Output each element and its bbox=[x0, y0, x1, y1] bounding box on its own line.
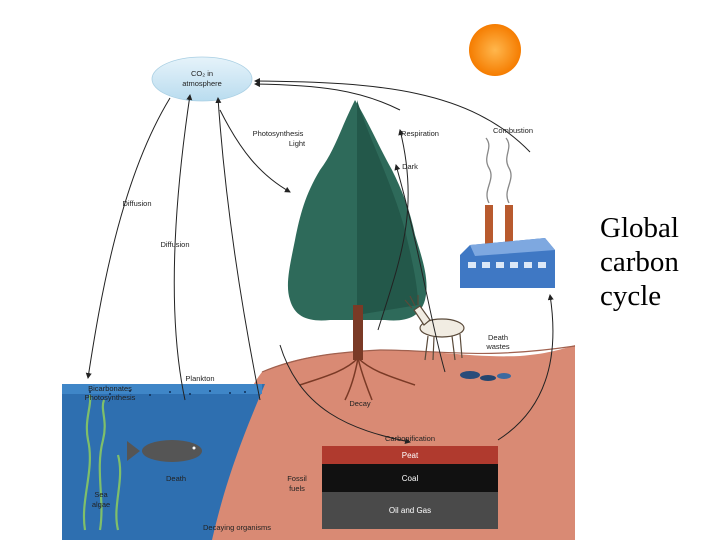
bicarbonates-label: Bicarbonates bbox=[88, 384, 132, 393]
diffusion-outer-label: Diffusion bbox=[122, 199, 151, 208]
sea-algae bbox=[82, 394, 122, 531]
fossil-to-factory-arrow bbox=[497, 294, 554, 441]
tree bbox=[287, 100, 427, 401]
fossil-label: Fossil bbox=[287, 474, 307, 483]
plankton-dots bbox=[89, 390, 246, 396]
oil-gas-label: Oil and Gas bbox=[389, 506, 431, 515]
carbonification-label: Carbonification bbox=[385, 434, 435, 443]
bicarbonates-photosynthesis-label: Photosynthesis bbox=[85, 393, 136, 402]
peat-label: Peat bbox=[402, 451, 419, 460]
combustion-label: Combustion bbox=[493, 126, 533, 135]
combustion-arrow bbox=[254, 78, 531, 153]
plankton-label: Plankton bbox=[185, 374, 214, 383]
diffusion-inner-label: Diffusion bbox=[160, 240, 189, 249]
carbonification-arrow bbox=[279, 344, 411, 444]
sun bbox=[469, 24, 521, 76]
deer bbox=[404, 295, 465, 361]
waste-items bbox=[460, 371, 511, 381]
diffusion-outer-arrow bbox=[85, 97, 171, 379]
peat-layer bbox=[322, 446, 498, 464]
factory bbox=[460, 205, 555, 288]
oil-gas-layer bbox=[322, 492, 498, 529]
death-wastes-label: Death bbox=[488, 333, 508, 342]
soil-surface bbox=[261, 345, 576, 373]
algae-label: algae bbox=[92, 500, 110, 509]
fuels-label: fuels bbox=[289, 484, 305, 493]
respiration-label: Respiration bbox=[401, 129, 439, 138]
photosynthesis-arrow bbox=[219, 109, 291, 193]
smoke bbox=[485, 137, 512, 204]
fish bbox=[127, 440, 202, 462]
light-label: Light bbox=[289, 139, 306, 148]
sea-label: Sea bbox=[94, 490, 108, 499]
coal-label: Coal bbox=[402, 474, 419, 483]
page-title: Global carbon cycle bbox=[600, 212, 679, 312]
atmosphere-label: atmosphere bbox=[182, 79, 222, 88]
death-sea-label: Death bbox=[166, 474, 186, 483]
dark-respiration-arrow bbox=[394, 164, 446, 373]
decay-arrow bbox=[377, 129, 409, 331]
death-wastes-label-2: wastes bbox=[485, 342, 510, 351]
decaying-organisms-label: Decaying organisms bbox=[203, 523, 271, 532]
decay-label: Decay bbox=[349, 399, 371, 408]
diffusion-inner-arrow bbox=[173, 94, 193, 401]
photosynthesis-label: Photosynthesis bbox=[253, 129, 304, 138]
ocean-respiration-arrow bbox=[215, 97, 261, 401]
respiration-arrow bbox=[254, 81, 401, 111]
ocean bbox=[62, 384, 265, 540]
coal-layer bbox=[322, 464, 498, 492]
dark-label: Dark bbox=[402, 162, 418, 171]
ocean-surface bbox=[62, 384, 262, 394]
co2-atmosphere-ellipse bbox=[151, 56, 253, 102]
co2-label: CO₂ in bbox=[191, 69, 213, 78]
